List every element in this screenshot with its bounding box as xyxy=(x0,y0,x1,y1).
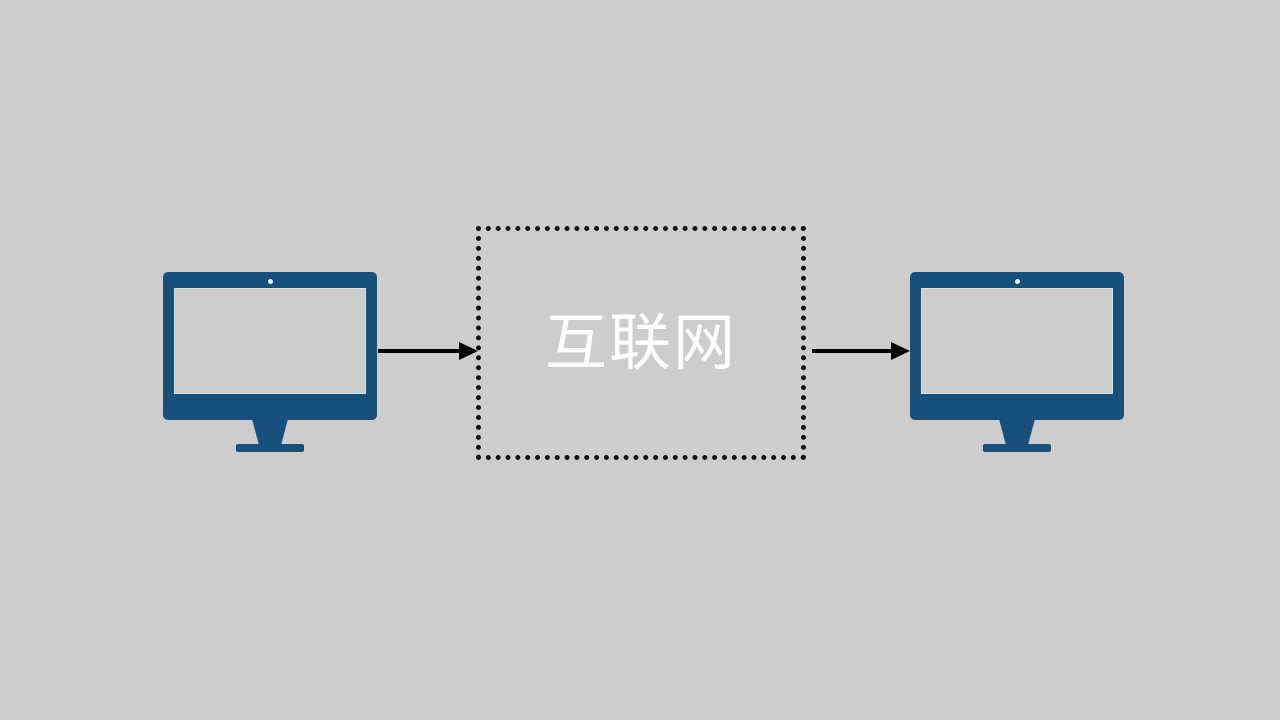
arrow-head-icon xyxy=(459,342,478,360)
arrow-shaft xyxy=(378,349,461,353)
arrow-internet-to-right xyxy=(812,341,910,361)
arrow-shaft xyxy=(812,349,893,353)
monitor-stand-base xyxy=(236,444,304,452)
monitor-stand-neck xyxy=(999,419,1035,446)
webcam-icon xyxy=(267,279,273,284)
monitor-stand-neck xyxy=(252,419,288,446)
desktop-monitor-left xyxy=(163,272,377,452)
monitor-screen xyxy=(921,288,1113,394)
monitor-bezel xyxy=(910,272,1124,420)
internet-node: 互联网 xyxy=(476,226,806,460)
desktop-monitor-right xyxy=(910,272,1124,452)
monitor-stand-base xyxy=(983,444,1051,452)
monitor-bezel xyxy=(163,272,377,420)
internet-label: 互联网 xyxy=(544,306,737,379)
monitor-screen xyxy=(174,288,366,394)
arrow-left-to-internet xyxy=(378,341,478,361)
arrow-head-icon xyxy=(891,342,910,360)
webcam-icon xyxy=(1014,279,1020,284)
